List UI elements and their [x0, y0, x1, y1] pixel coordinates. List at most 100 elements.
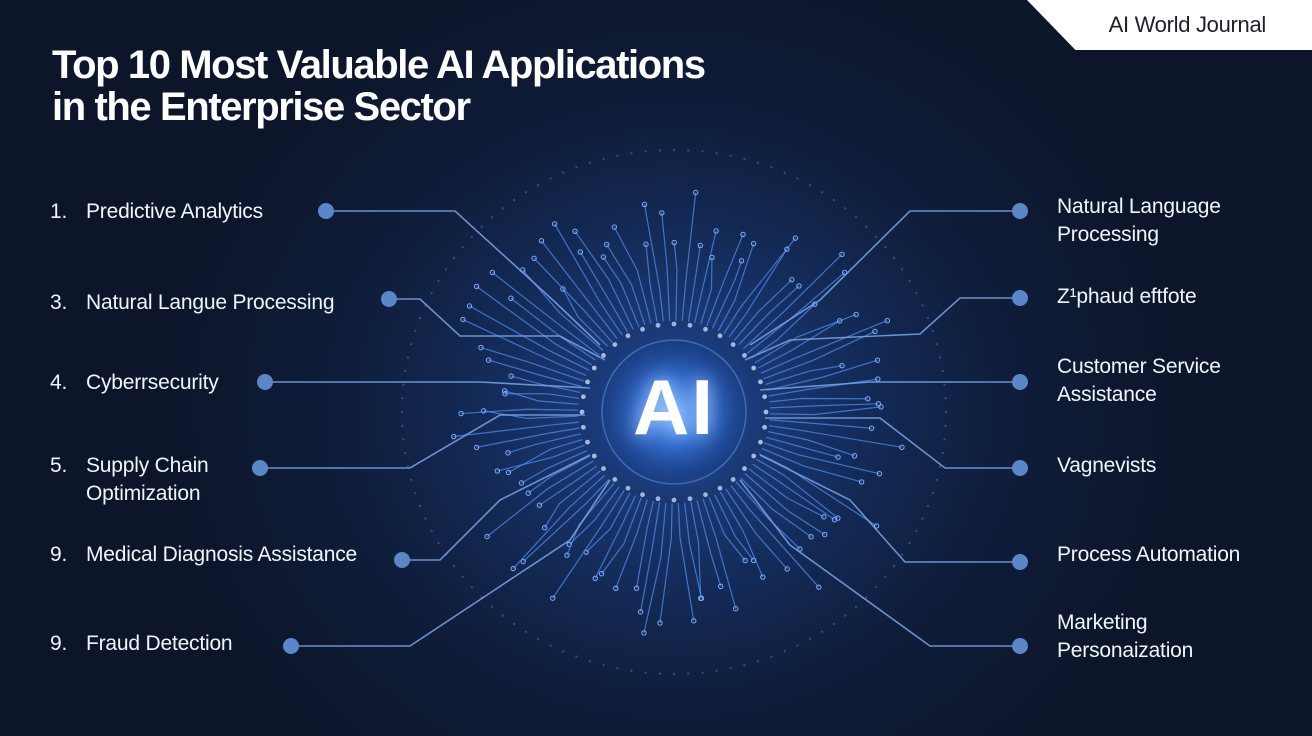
circuit-trace	[508, 439, 583, 473]
circuit-pad	[480, 408, 487, 414]
ring-dot	[672, 672, 676, 676]
ring-dot	[414, 491, 417, 495]
connector-node	[1012, 290, 1028, 306]
circuit-trace	[504, 393, 580, 399]
circuit-trace	[462, 318, 587, 376]
ring-dot	[658, 672, 661, 675]
ring-dot	[414, 329, 417, 333]
connector-node	[1012, 460, 1028, 476]
circuit-pad	[538, 238, 545, 244]
ring-dot	[935, 478, 938, 481]
ring-dot	[756, 161, 760, 164]
circuit-trace	[681, 192, 697, 322]
circuit-pad	[792, 235, 799, 241]
circuit-pad	[505, 450, 511, 456]
circuit-trace	[687, 245, 701, 322]
circuit-trace	[752, 463, 835, 521]
circuit-trace	[757, 320, 840, 369]
circuit-trace	[738, 285, 800, 346]
connector-node	[394, 552, 410, 568]
circuit-pad	[671, 239, 677, 246]
circuit-trace	[615, 499, 648, 589]
ring-dot	[402, 383, 405, 386]
ring-dot	[941, 451, 944, 455]
circuit-pad	[713, 228, 719, 234]
circuit-pad	[643, 241, 649, 247]
circuit-trace	[585, 492, 631, 553]
circuit-trace	[750, 303, 816, 359]
circuit-pad	[796, 283, 802, 289]
circuit-trace	[708, 496, 746, 561]
circuit-pad	[872, 328, 878, 335]
ring-dot	[844, 207, 847, 210]
ring-dot	[575, 166, 578, 169]
circuit-trace	[694, 230, 717, 324]
ai-core-ring	[601, 339, 747, 485]
ring-dot	[630, 669, 633, 672]
circuit-pad	[611, 224, 618, 230]
left-item-label: Supply Chain Optimization	[86, 454, 209, 505]
left-item-label: Cyberrsecurity	[86, 371, 219, 394]
circuit-pad	[494, 468, 501, 474]
circuit-pad	[518, 480, 525, 486]
circuit-trace	[728, 248, 788, 338]
ring-dot	[821, 630, 824, 633]
circuit-pad	[641, 201, 648, 208]
ring-dot	[943, 383, 946, 386]
circuit-pad	[508, 373, 514, 379]
ring-dot	[783, 650, 786, 653]
circuit-pad	[899, 444, 905, 451]
connector-node	[1012, 374, 1028, 390]
circuit-trace	[527, 455, 591, 494]
connector-line	[389, 298, 606, 361]
connector-node	[1012, 554, 1028, 570]
circuit-pad	[691, 618, 697, 624]
circuit-pad	[550, 595, 556, 601]
circuit-trace	[562, 288, 608, 347]
ring-dot	[644, 671, 647, 674]
circuit-pad	[531, 255, 537, 261]
circuit-pad	[835, 454, 841, 460]
circuit-pad	[489, 269, 496, 276]
circuit-pad	[577, 249, 584, 255]
circuit-pad	[821, 514, 827, 520]
circuit-pad	[839, 363, 845, 369]
left-item-label: Natural Langue Processing	[86, 291, 335, 314]
ring-dot	[490, 605, 494, 608]
circuit-trace	[767, 430, 855, 457]
circuit-trace	[574, 230, 634, 330]
ring-dot	[402, 438, 405, 441]
circuit-trace	[594, 495, 637, 579]
connector-node	[381, 291, 397, 307]
circuit-pad	[868, 425, 875, 431]
circuit-trace	[706, 234, 744, 327]
connector-line	[744, 297, 1020, 361]
circuit-trace	[717, 243, 755, 332]
ring-dot	[865, 596, 868, 599]
circuit-trace	[700, 257, 713, 325]
circuit-trace	[755, 458, 839, 519]
connector-node	[1012, 203, 1028, 219]
brand-tag	[1027, 0, 1312, 50]
ring-dot	[844, 614, 847, 617]
ring-dot	[944, 397, 947, 400]
ring-dot	[865, 225, 868, 228]
circuit-pad	[784, 566, 790, 572]
circuit-pad	[541, 525, 548, 531]
right-item-3: Customer Service Assistance	[1057, 355, 1221, 406]
ring-dot	[687, 149, 690, 152]
circuit-trace	[568, 486, 620, 545]
ring-dot	[400, 410, 404, 414]
ring-dot	[921, 304, 924, 307]
ring-dot	[926, 504, 930, 507]
circuit-trace	[742, 253, 843, 350]
ring-dot	[796, 177, 799, 180]
circuit-pad	[598, 571, 605, 577]
ring-dot	[444, 268, 447, 271]
circuit-trace	[765, 365, 843, 385]
ring-dot	[437, 541, 440, 545]
circuit-pad	[564, 552, 570, 558]
circuit-trace	[690, 501, 702, 599]
circuit-trace	[539, 465, 598, 506]
connector-node	[318, 203, 334, 219]
